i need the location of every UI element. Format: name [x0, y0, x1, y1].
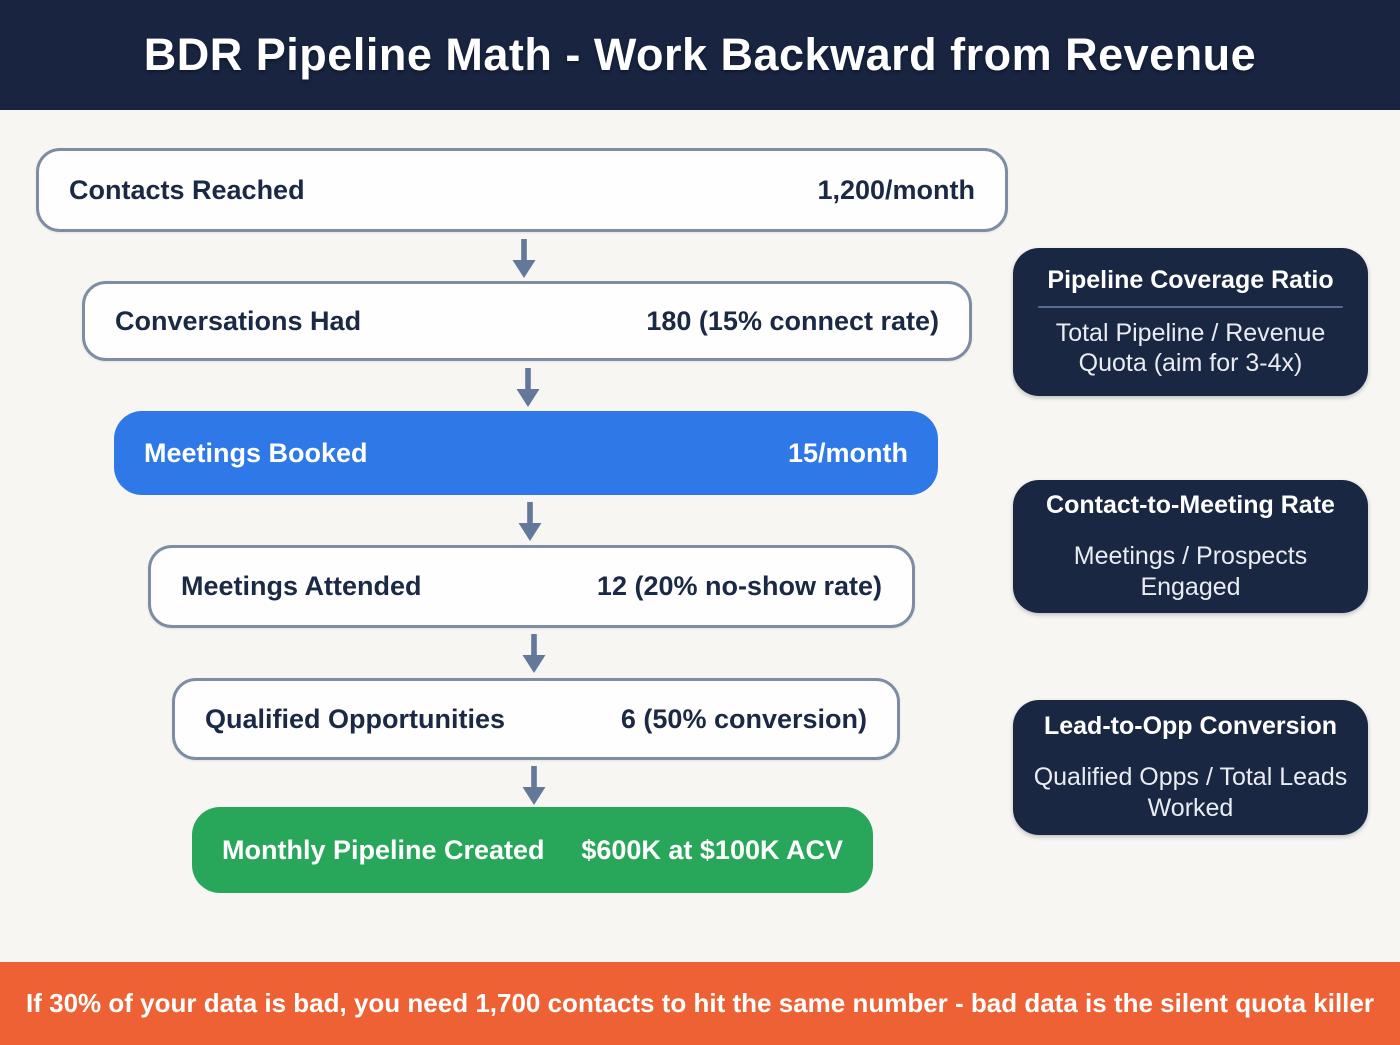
metric-card-body: Total Pipeline / Revenue Quota (aim for …: [1055, 318, 1326, 378]
down-arrow-icon: [516, 764, 552, 808]
funnel-step-meetings-attended: Meetings Attended 12 (20% no-show rate): [148, 545, 915, 628]
step-value: 12 (20% no-show rate): [596, 571, 882, 601]
step-value: $600K at $100K ACV: [581, 834, 843, 865]
header-banner: BDR Pipeline Math - Work Backward from R…: [0, 0, 1400, 110]
step-value: 1,200/month: [817, 174, 975, 205]
down-arrow-icon: [512, 500, 548, 544]
down-arrow-icon: [516, 632, 552, 676]
step-value: 6 (50% conversion): [620, 703, 867, 734]
step-label: Meetings Attended: [181, 571, 422, 601]
down-arrow-icon: [506, 237, 542, 281]
metric-card-body: Meetings / Prospects Engaged: [1073, 542, 1308, 601]
funnel-step-monthly-pipeline-created: Monthly Pipeline Created $600K at $100K …: [192, 807, 873, 893]
metric-card-lead-to-opp-conversion: Lead-to-Opp Conversion Qualified Opps / …: [1013, 700, 1368, 835]
funnel-step-contacts-reached: Contacts Reached 1,200/month: [36, 148, 1008, 232]
page-title: BDR Pipeline Math - Work Backward from R…: [143, 29, 1257, 80]
funnel-step-qualified-opportunities: Qualified Opportunities 6 (50% conversio…: [172, 678, 900, 760]
step-label: Meetings Booked: [144, 437, 368, 468]
metric-card-pipeline-coverage-ratio: Pipeline Coverage Ratio Total Pipeline /…: [1013, 248, 1368, 396]
step-label: Monthly Pipeline Created: [222, 834, 545, 865]
metric-card-contact-to-meeting-rate: Contact-to-Meeting Rate Meetings / Prosp…: [1013, 480, 1368, 613]
footer-banner: If 30% of your data is bad, you need 1,7…: [0, 962, 1400, 1045]
step-value: 180 (15% connect rate): [646, 305, 939, 336]
footer-note: If 30% of your data is bad, you need 1,7…: [26, 988, 1374, 1018]
metric-card-title: Contact-to-Meeting Rate: [1046, 491, 1335, 519]
metric-card-body: Qualified Opps / Total Leads Worked: [1033, 763, 1348, 822]
step-label: Contacts Reached: [69, 174, 305, 205]
funnel-step-conversations-had: Conversations Had 180 (15% connect rate): [82, 281, 972, 361]
metric-card-title: Lead-to-Opp Conversion: [1043, 712, 1338, 740]
down-arrow-icon: [510, 366, 546, 410]
metric-card-title: Pipeline Coverage Ratio: [1047, 265, 1334, 294]
funnel-step-meetings-booked: Meetings Booked 15/month: [114, 411, 938, 495]
step-label: Conversations Had: [115, 305, 362, 336]
divider: [1038, 305, 1343, 308]
step-value: 15/month: [787, 437, 908, 468]
step-label: Qualified Opportunities: [205, 703, 506, 734]
